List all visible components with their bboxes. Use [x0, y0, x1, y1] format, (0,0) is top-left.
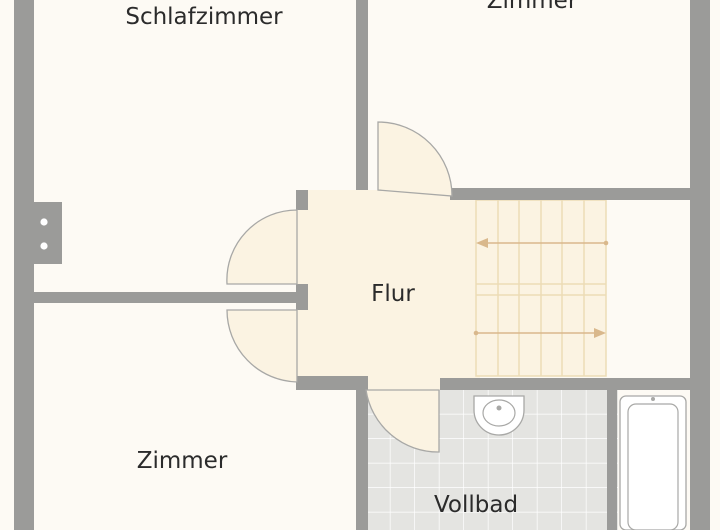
door-swing-left-upper: [226, 209, 298, 285]
sink: [473, 395, 525, 436]
chimney: [34, 202, 62, 264]
hall-floor: [296, 190, 480, 390]
door-swing-bottom: [365, 389, 440, 453]
staircase: [473, 199, 609, 377]
door-swings: [226, 121, 453, 453]
room-label-top-room: Zimmer: [487, 0, 578, 14]
room-label-bathroom: Vollbad: [434, 492, 518, 518]
stair-arrow-up: [476, 238, 609, 248]
walls: [14, 0, 710, 530]
bathtub: [619, 395, 687, 530]
door-swing-top: [377, 121, 453, 197]
door-swing-left-lower: [226, 309, 298, 383]
room-label-bottom-room: Zimmer: [137, 448, 228, 474]
stair-arrow-down: [473, 328, 606, 338]
room-label-bedroom: Schlafzimmer: [125, 4, 283, 30]
room-label-hall: Flur: [371, 281, 415, 307]
